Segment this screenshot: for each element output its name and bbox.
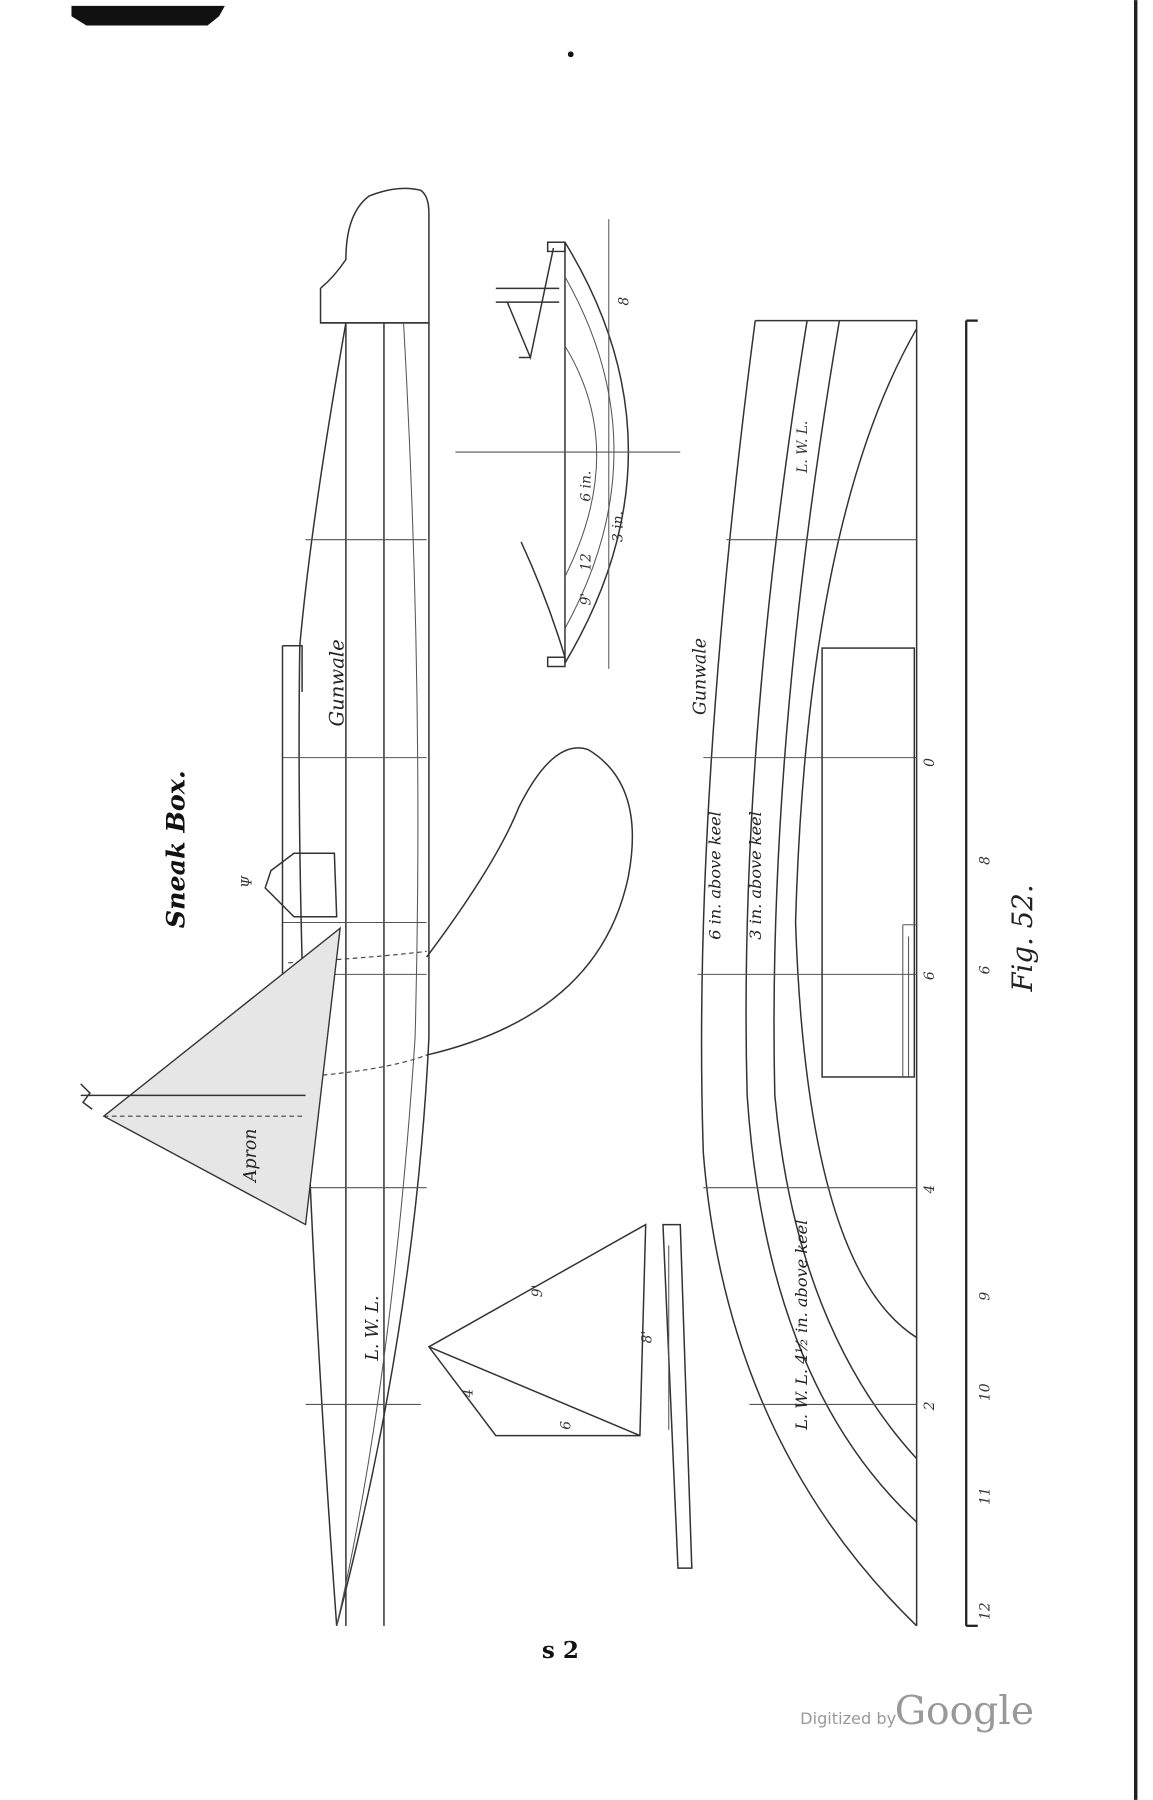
- svg-text:6: 6: [922, 971, 938, 980]
- label-lwl: L. W. L.: [363, 1295, 383, 1361]
- svg-text:Gunwale: Gunwale: [691, 638, 711, 715]
- svg-text:4: 4: [461, 1389, 477, 1399]
- svg-text:12: 12: [578, 553, 594, 571]
- svg-text:9': 9': [578, 593, 594, 606]
- sail-plan: 9' 8' 6 4: [427, 1223, 693, 1569]
- label-gunwale: Gunwale: [326, 639, 349, 726]
- svg-text:3 in. above keel: 3 in. above keel: [746, 811, 765, 940]
- google-watermark-logo: Google: [895, 1689, 1034, 1734]
- cockpit-hatch: [264, 852, 338, 918]
- scale-bar: 8 6 9 10 11 12: [965, 319, 993, 1627]
- svg-text:8': 8': [639, 1331, 655, 1344]
- svg-text:12: 12: [977, 1602, 993, 1620]
- svg-text:L. W. L. 4½ in. above keel: L. W. L. 4½ in. above keel: [792, 1220, 811, 1431]
- svg-text:2: 2: [922, 1401, 938, 1411]
- svg-text:9: 9: [977, 1292, 993, 1301]
- svg-text:L. W. L.: L. W. L.: [795, 421, 811, 474]
- plan-gunwale-curve: [700, 320, 918, 1627]
- page-number: s 2: [542, 1637, 579, 1664]
- keel-line: [335, 322, 430, 1627]
- label-apron: Apron: [241, 1129, 261, 1184]
- svg-text:8: 8: [616, 297, 632, 306]
- rudder-blade: [426, 747, 634, 1056]
- svg-text:8: 8: [977, 856, 993, 865]
- title: Sneak Box.: [160, 770, 190, 928]
- svg-text:4: 4: [922, 1185, 938, 1195]
- svg-text:0: 0: [922, 758, 938, 767]
- svg-text:6: 6: [559, 1421, 575, 1430]
- apron-shape: [102, 926, 342, 1226]
- body-sections: 6 in. 12 3 in. 9' 8: [455, 219, 681, 669]
- svg-text:11: 11: [977, 1487, 993, 1505]
- svg-text:6 in. above keel: 6 in. above keel: [706, 811, 725, 940]
- watermark-prefix: Digitized by: [800, 1709, 896, 1728]
- svg-text:6 in.: 6 in.: [578, 471, 594, 502]
- transom: [319, 187, 430, 324]
- plan-view: Gunwale 6 in. above keel 3 in. above kee…: [691, 319, 938, 1627]
- svg-text:Ψ: Ψ: [239, 875, 255, 888]
- scan-black-bar: [71, 5, 225, 26]
- figure-caption: Fig. 52.: [1006, 884, 1039, 992]
- svg-text:3 in.: 3 in.: [611, 511, 627, 542]
- scan-speck: [567, 51, 574, 58]
- gunwale-line: [298, 322, 347, 1626]
- svg-text:6: 6: [977, 965, 993, 974]
- svg-text:9': 9': [530, 1285, 546, 1298]
- profile-drawing: Ψ Sneak Box. Gunwale Apron L. W. L.: [80, 187, 634, 1627]
- svg-text:10: 10: [977, 1383, 993, 1401]
